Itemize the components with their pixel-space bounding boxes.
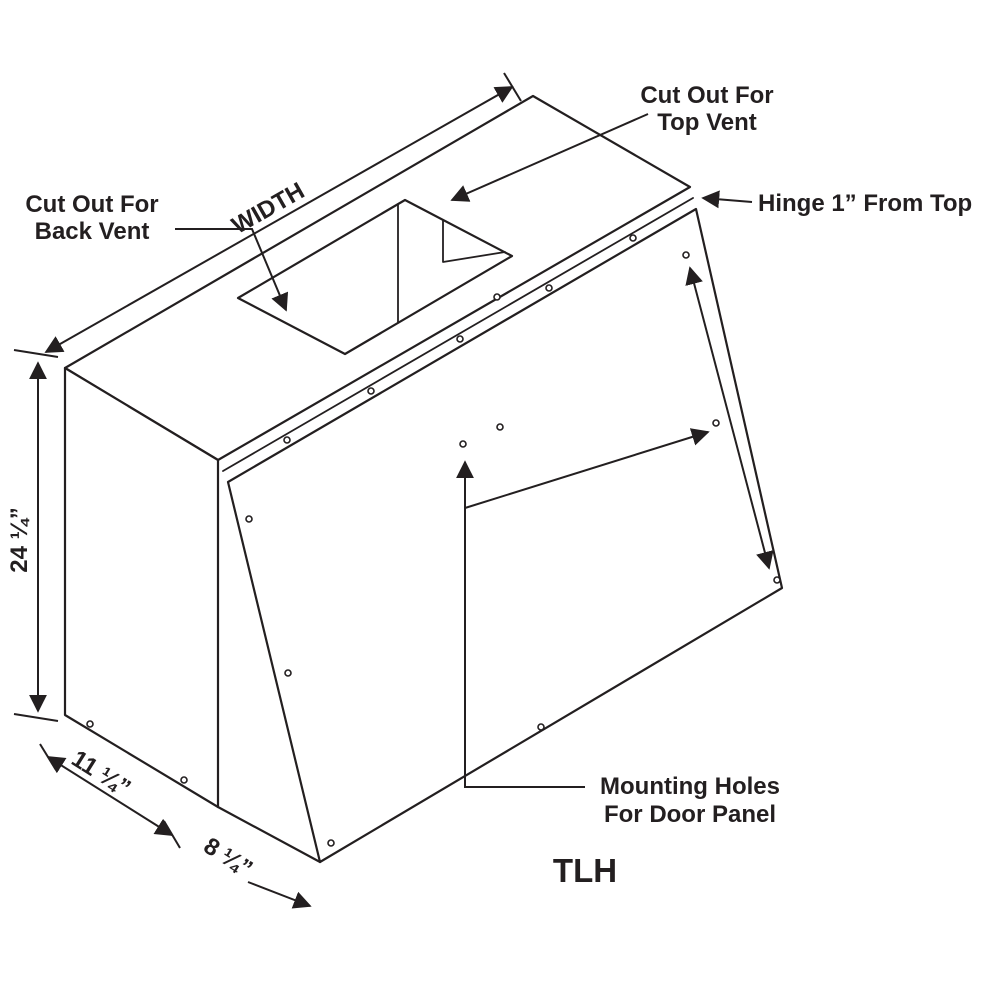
extension-tick: [39, 743, 57, 771]
hinge-hole: [456, 335, 464, 343]
side-hole: [86, 720, 94, 728]
lip-dimension: 8 ¼”: [199, 832, 312, 909]
mounting-leader-diagonal: [464, 428, 710, 509]
screw-holes: [86, 234, 781, 847]
height-dimension: 24 ¼”: [6, 361, 59, 722]
mounting-leader-vertical: [456, 460, 585, 788]
hinge-hole: [545, 284, 553, 292]
lip-label: 8 ¼”: [199, 832, 257, 882]
extension-tick: [503, 72, 522, 102]
depth-label: 11 ¼”: [67, 745, 136, 802]
door-panel: [226, 207, 784, 864]
depth-dimension-line: [46, 756, 174, 836]
door-mounting-hole: [712, 419, 720, 427]
mounting-holes-callout: Mounting Holes For Door Panel: [456, 266, 780, 828]
back-vent-leader: [175, 228, 289, 312]
bottom-lip-edge: [216, 805, 322, 864]
hinge-hole: [629, 234, 637, 242]
hood-body: [63, 94, 784, 864]
mounting-label-line1: Mounting Holes: [600, 773, 780, 800]
top-vent-label-line1: Cut Out For: [640, 82, 773, 109]
extension-tick: [13, 713, 59, 722]
model-label: TLH: [553, 852, 617, 889]
top-vent-label-line2: Top Vent: [657, 109, 757, 136]
hinge-arrow: [701, 190, 753, 209]
door-mounting-hole: [537, 723, 545, 731]
back-vent-label-line1: Cut Out For: [25, 191, 158, 218]
hinge-hole: [367, 387, 375, 395]
top-vent-leader: [450, 113, 649, 202]
door-mounting-hole: [245, 515, 253, 523]
door-mounting-hole: [327, 839, 335, 847]
door-mounting-hole: [773, 576, 781, 584]
hinge-hole: [283, 436, 291, 444]
side-hole: [180, 776, 188, 784]
extension-tick: [13, 349, 59, 358]
back-vent-label-line2: Back Vent: [35, 218, 150, 245]
height-label: 24 ¼”: [6, 507, 33, 572]
top-face-hole: [493, 293, 501, 301]
door-mounting-hole: [682, 251, 690, 259]
door-mounting-hole: [284, 669, 292, 677]
hinge-label: Hinge 1” From Top: [758, 190, 972, 217]
mounting-holes-span-arrow: [685, 266, 774, 570]
door-mounting-hole: [459, 440, 467, 448]
extension-tick: [163, 820, 181, 849]
mounting-label-line2: For Door Panel: [604, 801, 776, 828]
back-vent-callout: Cut Out For Back Vent: [25, 191, 289, 312]
door-mounting-hole: [496, 423, 504, 431]
lip-arrow: [247, 881, 312, 909]
hinge-callout: Hinge 1” From Top: [701, 190, 972, 217]
width-dimension-line: [44, 86, 514, 353]
top-vent-callout: Cut Out For Top Vent: [450, 82, 774, 202]
